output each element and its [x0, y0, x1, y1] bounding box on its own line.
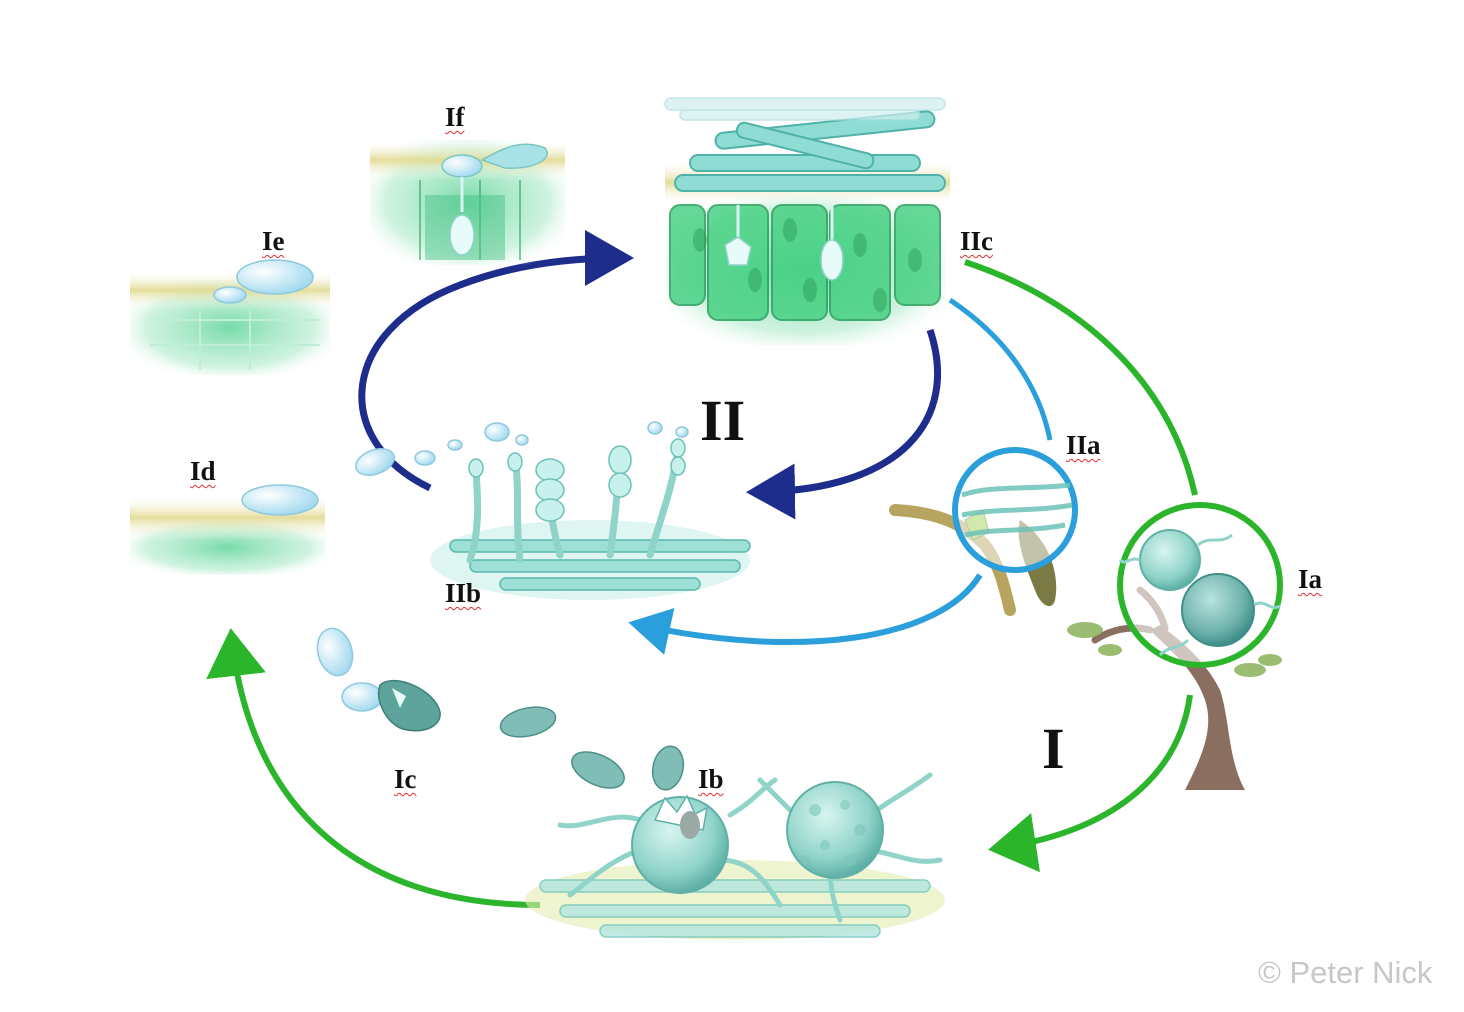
- stage-iib-illustration: [355, 421, 751, 600]
- arrow-iib-to-iic: [358, 230, 634, 492]
- stage-iic-illustration: [664, 97, 950, 345]
- label-ie: Ie: [262, 226, 285, 256]
- label-if: If: [445, 102, 465, 132]
- arrow-ia-to-ib: [988, 694, 1193, 873]
- stage-ia-illustration: [1067, 502, 1283, 790]
- stage-ie-illustration: [130, 259, 330, 375]
- stage-if-illustration: [370, 140, 565, 265]
- label-ib: Ib: [698, 764, 724, 794]
- label-ia: Ia: [1298, 564, 1323, 594]
- arrow-iic-to-ia: [964, 259, 1198, 496]
- arrow-iia-to-iib: [628, 573, 983, 655]
- arrow-iic-to-iia: [948, 297, 1053, 441]
- stage-ic-illustration: [316, 627, 685, 791]
- stage-iia-illustration: [889, 447, 1078, 616]
- stage-ib-illustration: [525, 772, 945, 940]
- arrow-iic-to-iib: [746, 328, 942, 520]
- stage-id-illustration: [130, 484, 325, 575]
- label-id: Id: [190, 456, 216, 486]
- label-iib: IIb: [445, 578, 482, 608]
- copyright-notice: © Peter Nick: [1258, 955, 1433, 990]
- arrow-ib-to-id: [206, 628, 541, 908]
- label-cycle-i: I: [1042, 716, 1065, 781]
- label-ic: Ic: [394, 764, 417, 794]
- label-cycle-ii: II: [700, 388, 746, 453]
- label-iic: IIc: [960, 226, 993, 256]
- label-iia: IIa: [1066, 430, 1101, 460]
